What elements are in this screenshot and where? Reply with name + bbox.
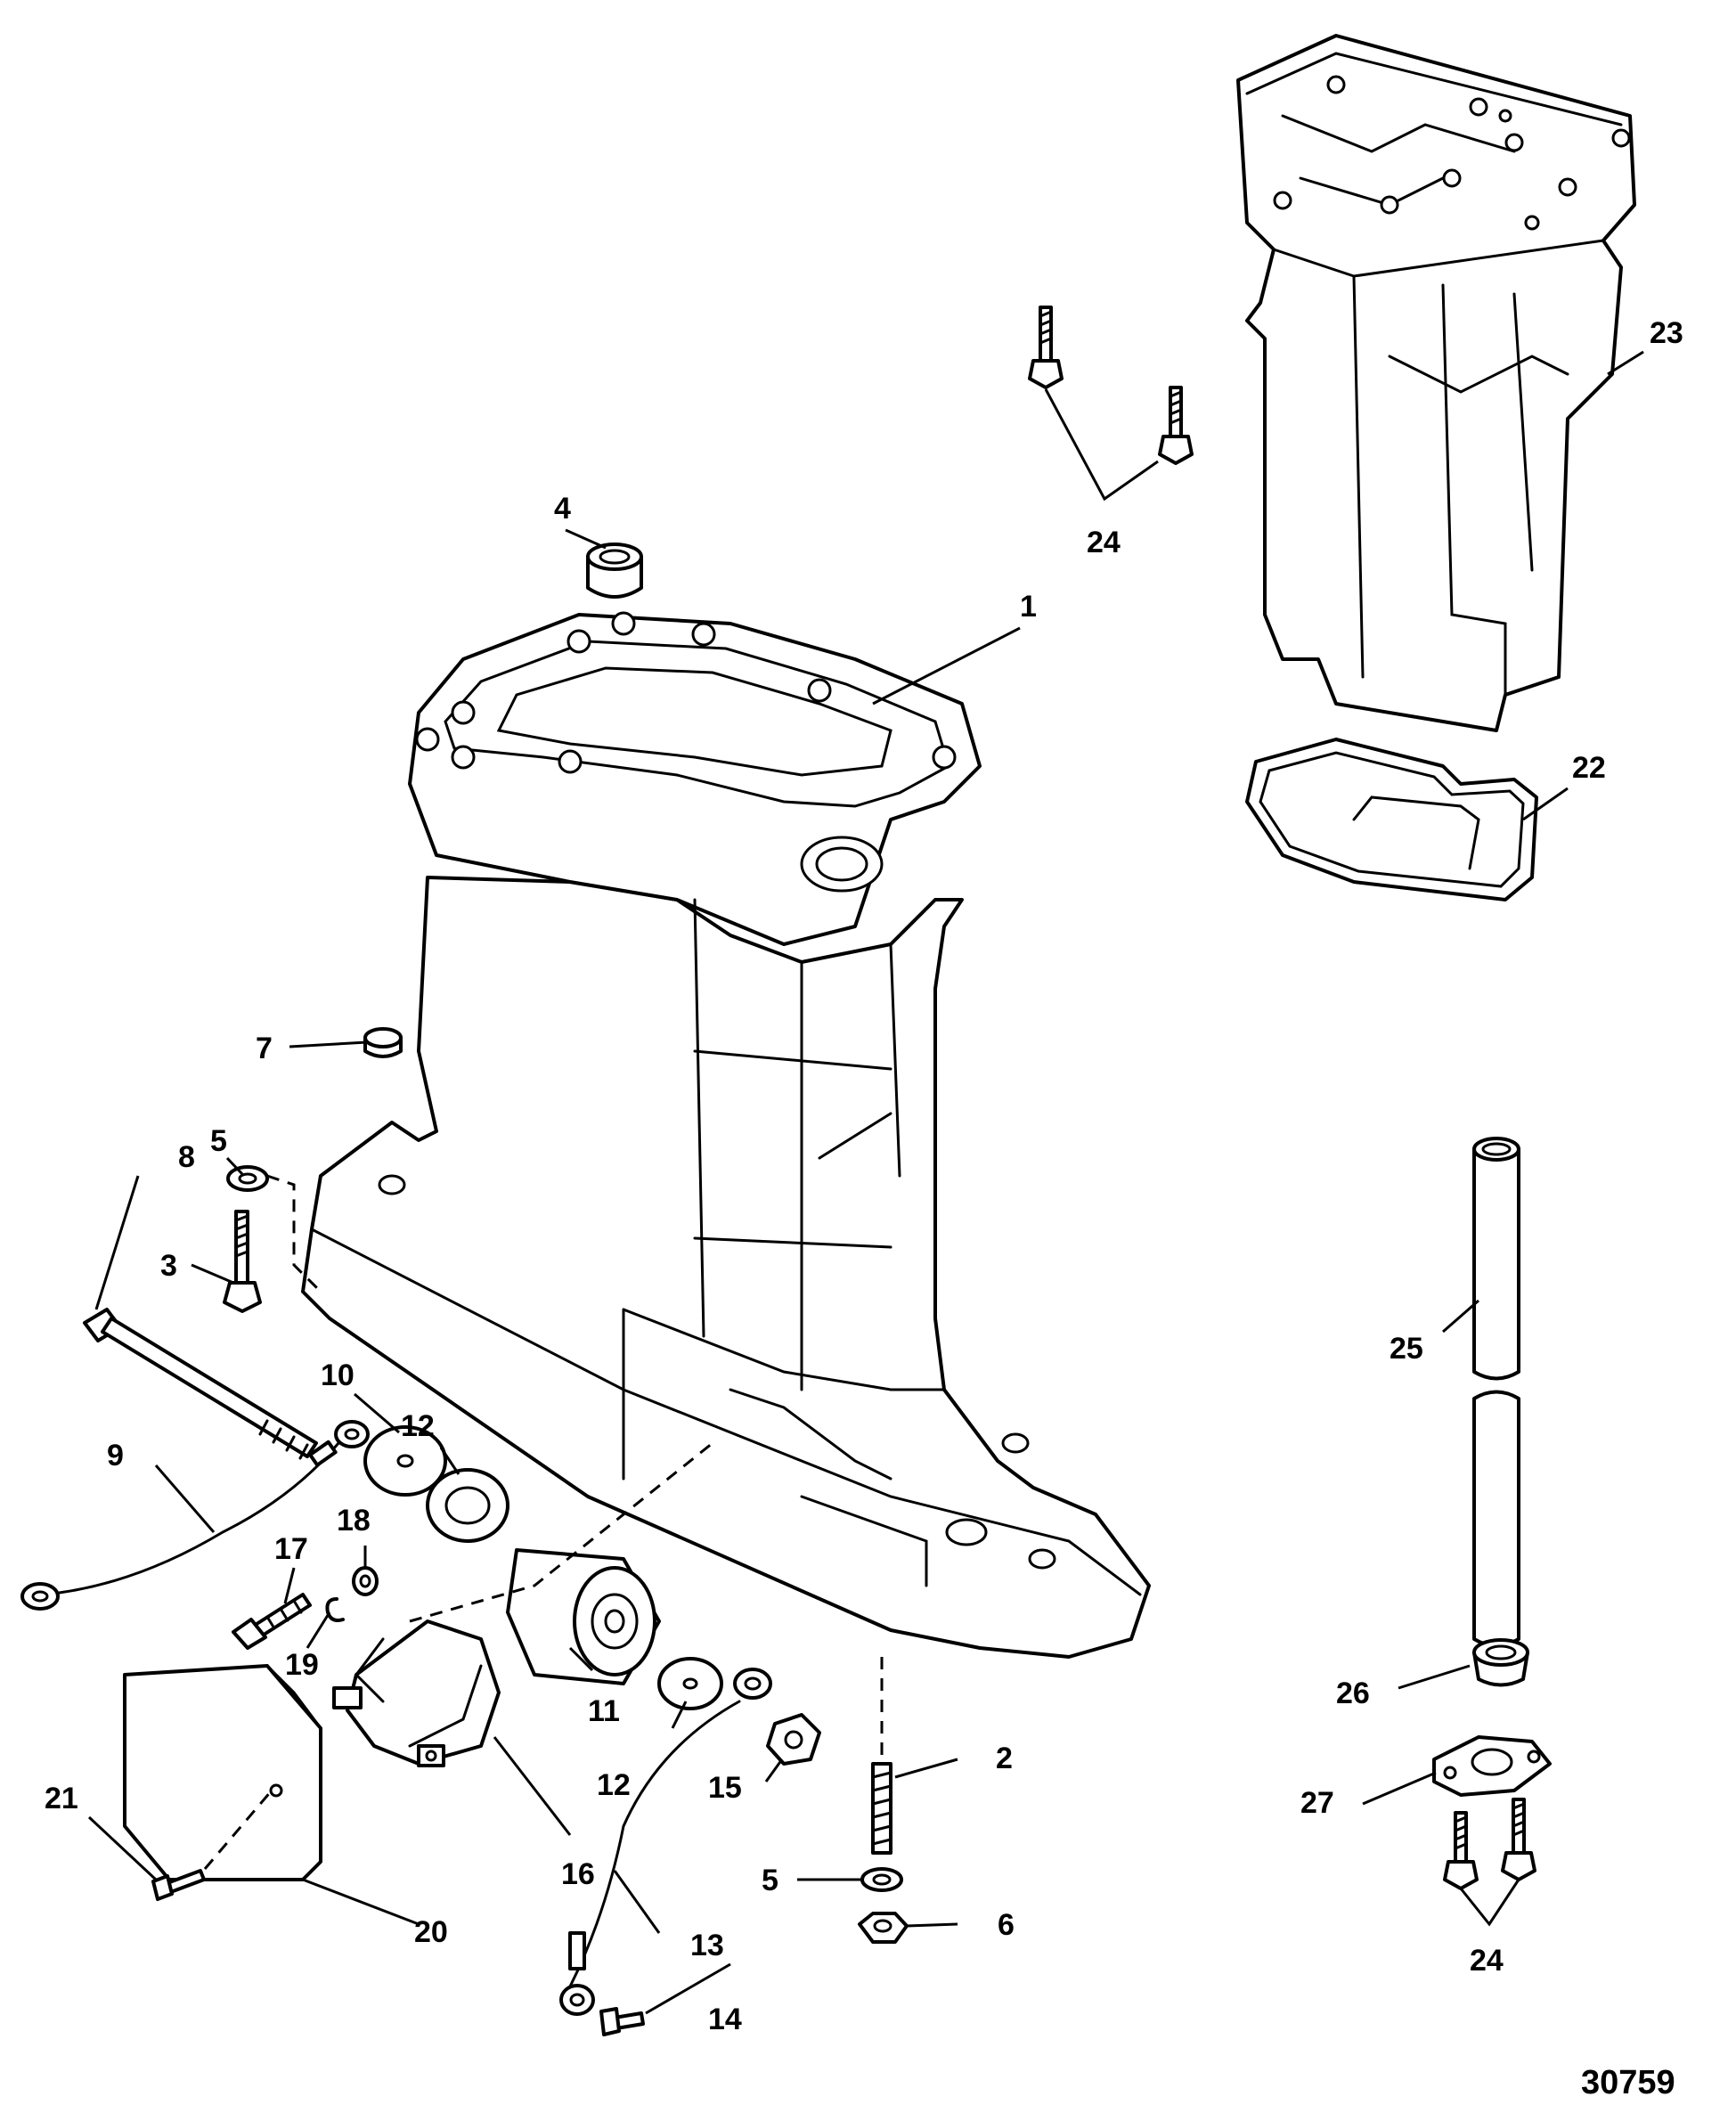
callout-12-lower: 12 [597,1768,631,1802]
washer-12-upper-part [426,1468,509,1543]
seal-26-part [1472,1638,1529,1687]
grommet-part [586,542,643,599]
callout-5-lower: 5 [762,1864,778,1897]
adapter-gasket-part [1245,738,1538,901]
callout-16: 16 [561,1857,595,1891]
screw-21-part [151,1869,206,1901]
callout-5-upper: 5 [210,1124,227,1158]
callout-13: 13 [690,1929,724,1962]
washer-18-part [352,1566,379,1596]
callout-1: 1 [1020,590,1037,624]
washer-5-upper-part [226,1165,269,1192]
callout-26: 26 [1336,1676,1370,1710]
callout-19: 19 [285,1648,319,1682]
callout-10: 10 [321,1358,355,1392]
callout-labels: 1 2 3 4 5 5 6 7 8 9 10 11 12 12 13 14 15… [45,316,1683,2036]
bracket-16-part [332,1619,501,1767]
callout-6: 6 [998,1908,1015,1942]
callout-12-upper: 12 [401,1409,435,1443]
callout-24-upper: 24 [1087,526,1121,559]
retainer-27-part [1432,1735,1552,1797]
figure-number: 30759 [1581,2064,1675,2101]
ground-cable-13-part [559,1668,772,2016]
bolt-3-part [223,1210,262,1313]
driveshaft-housing-part [301,611,1151,1659]
adapter-plate-part [1236,34,1636,732]
callout-8: 8 [178,1140,195,1174]
callout-21: 21 [45,1782,78,1815]
nut-15-part [766,1713,821,1766]
callout-17: 17 [274,1532,308,1566]
washer-10-part [363,1425,447,1497]
callout-18: 18 [337,1504,371,1538]
callout-22: 22 [1572,751,1606,785]
long-bolt-8-part [83,1308,318,1460]
callout-25: 25 [1390,1332,1423,1366]
screw-lower-b-part [1501,1798,1536,1881]
screw-upper-a-part [1028,306,1064,389]
callout-3: 3 [160,1249,177,1283]
nut-6-part [858,1912,909,1944]
washer-12-lower-part [657,1657,723,1710]
plug-part [363,1027,403,1058]
callout-24-lower: 24 [1470,1944,1504,1978]
screw-upper-b-part [1158,386,1194,465]
screw-17-part [232,1593,312,1650]
callout-2: 2 [996,1742,1013,1775]
ground-cable-9-part [20,1420,370,1611]
callout-23: 23 [1650,316,1683,350]
callout-9: 9 [107,1439,124,1472]
callout-11: 11 [588,1694,620,1728]
callout-20: 20 [414,1915,448,1949]
callout-4: 4 [554,492,571,526]
mount-11-part [506,1548,661,1685]
callout-7: 7 [256,1032,273,1065]
clip-19-part [325,1597,345,1622]
screw-lower-a-part [1443,1811,1479,1890]
stud-2-part [871,1762,892,1855]
callout-15: 15 [708,1771,742,1805]
leader-lines [87,350,1644,2015]
screw-14-part [599,2007,645,2036]
washer-5-lower-part [860,1867,903,1892]
callout-27: 27 [1300,1786,1334,1820]
callout-14: 14 [708,2003,742,2036]
cover-20-part [123,1664,322,1881]
water-tube-25-part [1472,1137,1520,1648]
